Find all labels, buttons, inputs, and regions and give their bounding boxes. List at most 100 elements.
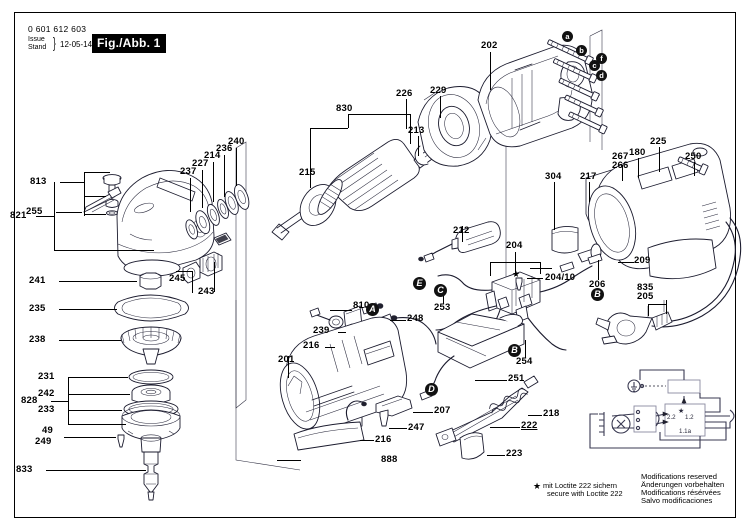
leader-254-v [525, 340, 526, 358]
label-49: 49 [42, 425, 53, 436]
leader-216b [360, 440, 374, 441]
leader-204-v [515, 252, 516, 276]
leader-223 [487, 455, 505, 456]
label-217: 217 [580, 171, 597, 182]
label-205: 205 [637, 291, 654, 302]
leader-231 [68, 377, 128, 378]
label-821: 821 [10, 210, 27, 221]
part-49-249-screw [117, 434, 125, 448]
leader-237-v [190, 178, 191, 212]
label-236: 236 [216, 143, 233, 154]
schematic-label-1-2: 1.2 [685, 414, 694, 421]
schematic-label-2-2: 2.2 [667, 414, 676, 421]
label-207: 207 [434, 405, 451, 416]
callout-D: D [425, 383, 438, 396]
leader-255 [56, 212, 82, 213]
callout-E: E [413, 277, 426, 290]
part-255-screw [83, 186, 122, 213]
leader-251-a [530, 268, 552, 269]
note-modifications-reserved: Modifications reserved [641, 472, 717, 481]
label-214: 214 [204, 150, 221, 161]
label-20410: 204/10 [545, 272, 576, 283]
leader-218 [528, 415, 542, 416]
leader-226-v [406, 99, 407, 129]
leader-242 [68, 394, 130, 395]
leader-247 [389, 428, 407, 429]
leader-225-v [659, 147, 660, 172]
label-212: 212 [453, 225, 470, 236]
label-180: 180 [629, 147, 646, 158]
label-222: 222 [521, 420, 538, 431]
label-243: 243 [198, 286, 215, 297]
leader-233 [68, 410, 122, 411]
label-254: 254 [516, 356, 533, 367]
note-modifications-reservees: Modifications résérvées [641, 488, 721, 497]
callout-C: C [434, 284, 447, 297]
part-833-spindle [143, 451, 159, 501]
leader-206-v [598, 260, 599, 280]
brace-glyph: } [53, 35, 56, 52]
leader-20410 [527, 278, 543, 279]
sheet-border [14, 12, 736, 518]
label-249: 249 [35, 436, 52, 447]
label-810: 810 [353, 300, 370, 311]
leader-835-h [648, 304, 666, 305]
issue-label: Issue [28, 36, 45, 43]
label-215: 215 [299, 167, 316, 178]
label-251: 251 [508, 373, 525, 384]
leader-235 [59, 309, 117, 310]
callout-f: f [596, 53, 607, 64]
label-225: 225 [650, 136, 667, 147]
label-202: 202 [481, 40, 498, 51]
leader-813-a [84, 172, 110, 173]
callout-B-right: B [591, 288, 604, 301]
label-253: 253 [434, 302, 451, 313]
label-239: 239 [313, 325, 330, 336]
label-245: 245 [169, 273, 186, 284]
leader-204-l [490, 262, 491, 276]
callout-b: b [576, 45, 587, 56]
schematic-label-1-1a: 1.1a [679, 428, 692, 435]
leader-245-v [192, 271, 193, 293]
leader-216a [325, 347, 335, 348]
leader-810 [330, 310, 352, 311]
label-229: 229 [430, 85, 447, 96]
part-241-nut [139, 272, 162, 290]
note-anderungen-vorbehalten: Änderungen vorbehalten [641, 480, 725, 489]
leader-239 [338, 332, 346, 333]
part-204-switch-assembly [435, 253, 603, 351]
leader-202-v [490, 52, 491, 90]
callout-c: c [589, 60, 600, 71]
leader-227-v [202, 170, 203, 208]
label-248: 248 [407, 313, 424, 324]
leader-217-v [589, 182, 590, 202]
leader-304-v [554, 182, 555, 230]
leader-209-h [618, 262, 634, 263]
leader-821-v [54, 182, 55, 250]
label-830: 830 [336, 103, 353, 114]
leader-828 [51, 401, 68, 402]
label-241: 241 [29, 275, 46, 286]
issue-stand-labels: Issue Stand [28, 36, 46, 51]
loctite-star-marker: ★ [512, 269, 521, 279]
leader-212-v [462, 226, 463, 242]
label-813: 813 [30, 176, 47, 187]
leader-214-v [213, 162, 214, 202]
power-cord-and-plug [595, 217, 742, 345]
label-835: 835 [637, 282, 654, 293]
document-code: 0 601 612 603 [28, 24, 87, 34]
leader-830-v [348, 114, 349, 128]
part-212-choke [418, 221, 501, 263]
leader-248 [390, 320, 406, 321]
leader-229-v [440, 96, 441, 118]
leader-241 [59, 281, 137, 282]
callout-d: d [596, 70, 607, 81]
part-201-motor-housing [279, 316, 408, 451]
part-821-gear-housing [116, 170, 215, 277]
leader-813 [60, 182, 84, 183]
label-242: 242 [38, 388, 55, 399]
leader-222 [490, 427, 520, 428]
part-238-bevel-gear [120, 326, 182, 365]
part-242-bearing [131, 384, 171, 404]
leader-243-v [214, 262, 215, 292]
